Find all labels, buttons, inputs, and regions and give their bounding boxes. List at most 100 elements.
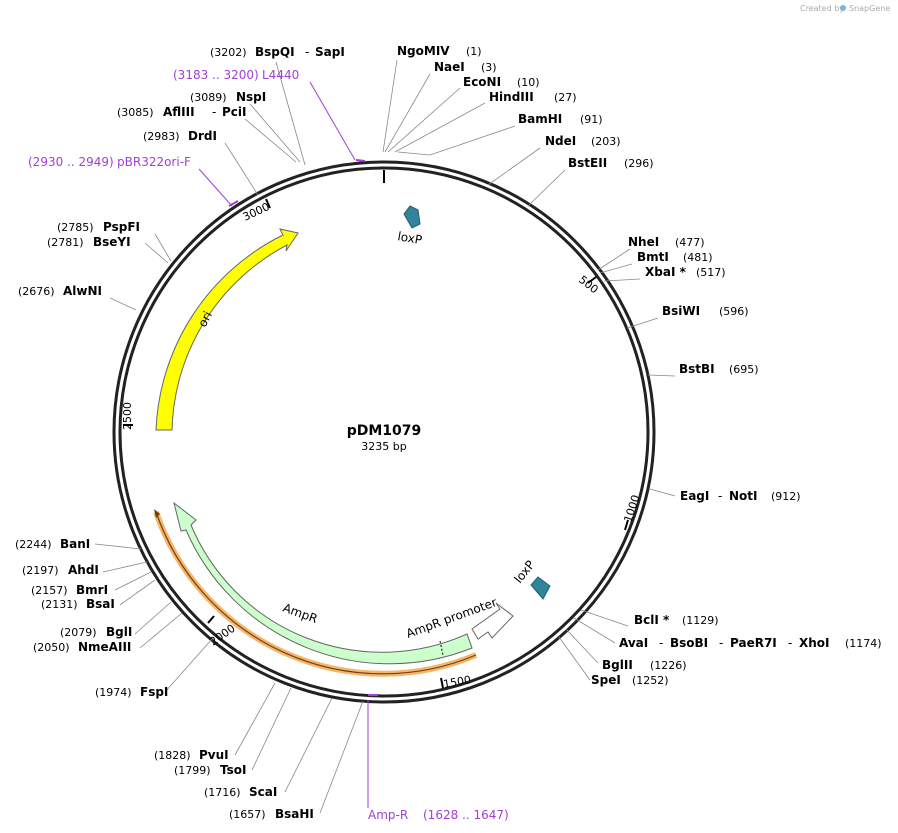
tick-label-2500: 2500 <box>121 402 134 430</box>
site-name[interactable]: XbaI * <box>645 265 687 279</box>
ampr-label: AmpR <box>281 601 319 626</box>
site-pos: (1174) <box>845 637 882 650</box>
loxp-top-arrow[interactable] <box>403 205 421 229</box>
site-name[interactable]: XhoI <box>799 636 830 650</box>
site-name[interactable]: NotI <box>729 489 758 503</box>
site-name[interactable]: BsiWI <box>662 304 700 318</box>
site-name[interactable]: BmtI <box>637 250 669 264</box>
site-name[interactable]: NdeI <box>545 134 576 148</box>
site-pos: (2131) <box>41 598 78 611</box>
site-name[interactable]: BsoBI <box>670 636 708 650</box>
primer-l4440-mark[interactable] <box>355 159 366 162</box>
site-leaders <box>94 59 676 814</box>
svg-text:-: - <box>659 636 663 650</box>
site-name[interactable]: NmeAIII <box>78 640 131 654</box>
ori-feature-arrow[interactable] <box>155 228 299 431</box>
site-pos: (27) <box>554 91 577 104</box>
site-name[interactable]: HindIII <box>489 90 534 104</box>
primer-pbr322ori-mark[interactable] <box>228 200 239 207</box>
site-name[interactable]: BstBI <box>679 362 715 376</box>
site-name[interactable]: FspI <box>140 685 168 699</box>
site-pos: (2785) <box>57 221 94 234</box>
site-name[interactable]: NgoMIV <box>397 44 450 58</box>
site-name[interactable]: AvaI <box>619 636 648 650</box>
primer-pbr322ori-name[interactable]: pBR322ori-F <box>117 155 191 169</box>
site-pos: (2079) <box>60 626 97 639</box>
amp-band-arrowhead <box>154 509 160 518</box>
primer-l4440-pos: (3183 .. 3200) <box>173 68 259 82</box>
ori-label: ori <box>195 309 215 329</box>
site-name[interactable]: BsaI <box>86 597 115 611</box>
site-name[interactable]: BanI <box>60 537 90 551</box>
plasmid-size: 3235 bp <box>361 440 406 453</box>
primer-ampr-pos: (1628 .. 1647) <box>423 808 509 822</box>
site-name[interactable]: NspI <box>236 90 266 104</box>
site-pos: (1226) <box>650 659 687 672</box>
site-name[interactable]: SapI <box>315 45 345 59</box>
svg-text:-: - <box>305 45 309 59</box>
site-pos: (296) <box>624 157 654 170</box>
site-pos: (517) <box>696 266 726 279</box>
site-name[interactable]: AhdI <box>68 563 99 577</box>
site-pos: (203) <box>591 135 621 148</box>
ampr-promoter-arrow[interactable] <box>471 602 514 640</box>
primer-pbr322ori-pos: (2930 .. 2949) <box>28 155 114 169</box>
site-name[interactable]: AlwNI <box>63 284 102 298</box>
primer-l4440-name[interactable]: L4440 <box>262 68 299 82</box>
site-pos: (477) <box>675 236 705 249</box>
site-name[interactable]: PvuI <box>199 748 229 762</box>
site-name[interactable]: SpeI <box>591 673 621 687</box>
site-pos: (3202) <box>210 46 247 59</box>
site-name[interactable]: PaeR7I <box>730 636 777 650</box>
site-name[interactable]: ScaI <box>249 785 277 799</box>
site-pos: (2197) <box>22 564 59 577</box>
site-pos: (2244) <box>15 538 52 551</box>
site-name[interactable]: EcoNI <box>463 75 501 89</box>
site-pos: (3) <box>481 61 497 74</box>
loxp-right-arrow[interactable] <box>530 576 551 600</box>
site-pos: (596) <box>719 305 749 318</box>
tick-label-3000: 3000 <box>241 200 272 224</box>
site-name[interactable]: TsoI <box>220 763 246 777</box>
site-name[interactable]: PciI <box>222 105 247 119</box>
primer-ampr-name[interactable]: Amp-R <box>368 808 408 822</box>
site-pos: (10) <box>517 76 540 89</box>
site-pos: (912) <box>771 490 801 503</box>
svg-text:-: - <box>212 105 216 119</box>
snapgene-logo-icon <box>840 5 846 11</box>
site-name[interactable]: BglI <box>106 625 132 639</box>
site-name[interactable]: BglII <box>602 658 633 672</box>
restriction-sites: (3202) BspQI - SapI NgoMIV (1) NaeI (3) … <box>15 44 882 821</box>
site-name[interactable]: BclI * <box>634 613 670 627</box>
tick-label-2000: 2000 <box>207 622 237 649</box>
site-name[interactable]: BstEII <box>568 156 607 170</box>
site-name[interactable]: AflIII <box>163 105 195 119</box>
tick-label-1500: 1500 <box>442 673 472 691</box>
site-name[interactable]: BseYI <box>93 235 131 249</box>
svg-text:-: - <box>719 636 723 650</box>
site-pos: (2781) <box>47 236 84 249</box>
site-name[interactable]: BspQI <box>255 45 295 59</box>
site-pos: (1716) <box>204 786 241 799</box>
site-name[interactable]: BsaHI <box>275 807 314 821</box>
site-pos: (1129) <box>682 614 719 627</box>
site-name[interactable]: PspFI <box>103 220 140 234</box>
site-pos: (2050) <box>33 641 70 654</box>
site-pos: (481) <box>683 251 713 264</box>
backbone-inner <box>118 166 650 698</box>
site-name[interactable]: EagI <box>680 489 709 503</box>
site-pos: (91) <box>580 113 603 126</box>
site-name[interactable]: BamHI <box>518 112 562 126</box>
primer-pbr322ori-line <box>198 168 233 207</box>
site-name[interactable]: BmrI <box>76 583 108 597</box>
backbone-outer <box>112 160 656 704</box>
site-pos: (1974) <box>95 686 132 699</box>
primer-l4440-line <box>309 81 356 161</box>
site-pos: (1) <box>466 45 482 58</box>
site-name[interactable]: NaeI <box>434 60 465 74</box>
site-pos: (3085) <box>117 106 154 119</box>
ampr-feature-arrow[interactable] <box>173 501 473 665</box>
site-name[interactable]: DrdI <box>188 129 217 143</box>
site-pos: (1252) <box>632 674 669 687</box>
site-name[interactable]: NheI <box>628 235 659 249</box>
